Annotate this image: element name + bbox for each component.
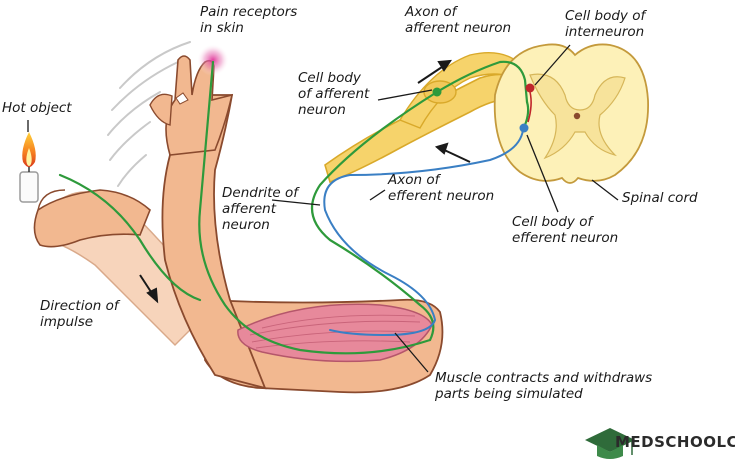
efferent-cell-body-dot (519, 123, 529, 133)
candle-hot-object (19, 132, 39, 203)
motion-lines (107, 41, 191, 187)
label-spinal-cord: Spinal cord (622, 190, 698, 206)
afferent-neuron-path (58, 60, 530, 355)
label-dendrite-afferent: Dendrite of afferent neuron (222, 185, 299, 233)
direction-arrows (139, 59, 471, 304)
arm (33, 55, 444, 394)
label-muscle: Muscle contracts and withdraws parts bei… (435, 370, 653, 402)
medschoolcoach-logo-text: MEDSCHOOLCOACH (615, 433, 735, 451)
label-direction-impulse: Direction of impulse (40, 298, 119, 330)
efferent-neuron-path (323, 129, 524, 337)
afferent-cell-body-dot (432, 87, 442, 97)
leader-lines (27, 44, 619, 373)
interneuron-cell-body-dot (525, 83, 535, 93)
label-hot-object: Hot object (2, 100, 72, 116)
label-axon-efferent: Axon of efferent neuron (388, 172, 495, 204)
label-axon-afferent: Axon of afferent neuron (405, 4, 512, 36)
label-cell-body-afferent: Cell body of afferent neuron (298, 70, 370, 118)
pain-receptor-glow (197, 44, 229, 76)
label-cell-body-efferent: Cell body of efferent neuron (512, 214, 619, 246)
label-pain-receptors: Pain receptors in skin (200, 4, 298, 36)
label-cell-body-interneuron: Cell body of interneuron (565, 8, 646, 40)
medschoolcoach-logo-mark (585, 428, 635, 459)
